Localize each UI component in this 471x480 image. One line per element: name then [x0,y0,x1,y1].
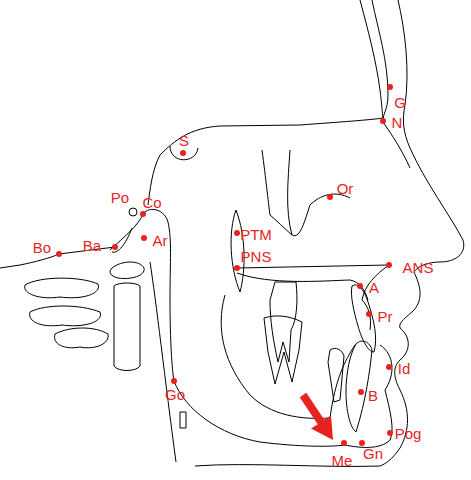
landmark-dot [341,440,347,446]
vertebral-body [114,283,140,371]
landmark-label: Co [142,195,161,210]
landmark-label: Me [332,453,353,468]
landmark-dot [141,235,147,241]
symphysis-inner [330,345,355,418]
landmark-label: Pr [378,309,393,324]
landmark-dot [387,84,393,90]
landmark-label: ANS [403,260,434,275]
landmark-label: Go [165,387,185,402]
landmark-label: Bo [33,240,51,255]
landmark-dot [112,244,118,250]
symphysis-outer [345,345,392,447]
vertebra [55,328,109,348]
pharyngeal-wall [150,262,176,462]
landmark-label: Or [337,181,354,196]
mastoid [112,228,132,252]
landmark-label: Po [111,190,129,205]
landmark-label: Gn [363,446,383,461]
landmark-label: S [179,133,189,148]
landmark-dot [387,430,393,436]
soft-tissue-profile [380,0,464,466]
landmark-dot [234,230,240,236]
landmark-label: PNS [241,249,272,264]
sella-turcica [170,146,198,160]
zygomatic-ridge [262,150,292,235]
hyoid [180,412,186,428]
pointer-arrow [300,393,333,440]
inner-frontal [360,0,383,118]
landmark-dot [171,378,177,384]
frontal-bone [372,0,410,168]
landmark-dot [180,150,186,156]
nasal-floor [237,265,389,268]
hard-palate [237,273,368,300]
ramus-anterior [221,295,330,418]
lower-molar [264,316,302,384]
landmark-label: G [394,95,406,110]
dens [110,262,144,279]
landmark-label: Ar [153,233,168,248]
anterior-cranial-base [160,118,383,155]
landmark-label: Id [398,361,411,376]
landmark-dot [56,251,62,257]
landmark-label: Pog [395,426,422,441]
vertebra [30,306,101,326]
landmark-dot [357,283,363,289]
vertebra [25,278,99,298]
landmark-label: A [369,280,379,295]
landmark-dot [327,194,333,200]
landmark-label: PTM [240,227,272,242]
lower-premolar [328,348,344,402]
landmark-dot [358,389,364,395]
porion-ring [129,208,137,216]
landmark-dots [56,84,393,446]
landmark-dot [386,364,392,370]
landmark-dot [234,265,240,271]
landmark-dot [366,311,372,317]
upper-molar [270,282,297,362]
upper-incisor [351,285,375,352]
mandible-outline [143,209,345,446]
outline-group [0,0,464,466]
landmark-label: B [368,388,378,403]
landmark-label: Ba [83,238,101,253]
landmark-dot [140,211,146,217]
landmark-dot [380,118,386,124]
landmark-label: N [392,115,403,130]
cranial-base-posterior [110,214,143,250]
landmark-dot [386,262,392,268]
